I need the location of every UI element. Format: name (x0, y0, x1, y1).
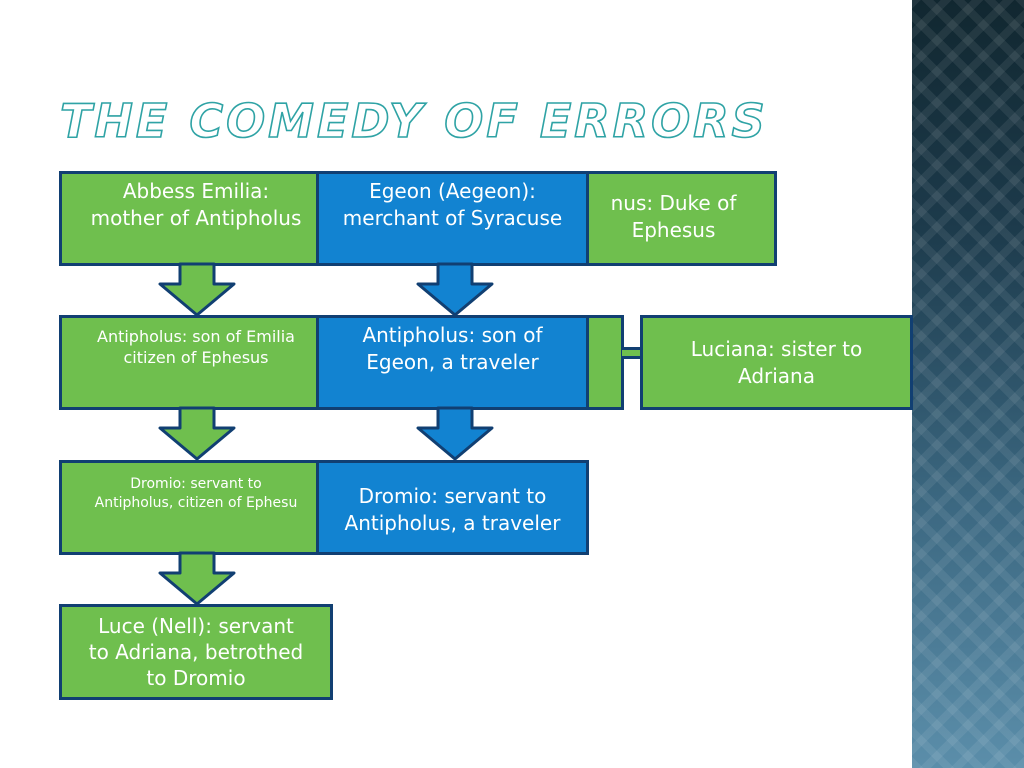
box-egeon-line-2: merchant of Syracuse (342, 205, 563, 230)
box-luciana: Luciana: sister to Adriana (640, 315, 913, 410)
box-luce-line-3: to Dromio (146, 666, 246, 690)
box-luciana-line-1: Luciana: sister to (690, 337, 863, 361)
box-abbess-emilia: Abbess Emilia: mother of Antipholus (59, 171, 333, 266)
box-dromio-ephesus-line-2: Antipholus, citizen of Ephesu (94, 494, 298, 511)
box-luce: Luce (Nell): servant to Adriana, betroth… (59, 604, 333, 700)
box-antipholus-syracuse-line-1: Antipholus: son of (362, 323, 543, 347)
box-dromio-ephesus: Dromio: servant to Antipholus, citizen o… (59, 460, 333, 555)
box-antipholus-ephesus-line-2: citizen of Ephesus (123, 348, 269, 368)
slide-title: THE COMEDY OF ERRORS (59, 94, 768, 148)
box-dromio-syracuse-line-2: Antipholus, a traveler (344, 510, 561, 535)
box-dromio-syracuse-line-1: Dromio: servant to (358, 484, 547, 508)
box-antipholus-syracuse: Antipholus: son of Egeon, a traveler (316, 315, 589, 410)
box-abbess-line-2: mother of Antipholus (90, 205, 302, 230)
box-luciana-line-2: Adriana (738, 363, 815, 388)
box-luce-line-2: to Adriana, betrothed (88, 640, 304, 664)
arrow-down-antipholus-ephesus (158, 406, 236, 461)
box-luce-line-1: Luce (Nell): servant (98, 614, 294, 638)
box-antipholus-ephesus-line-1: Antipholus: son of Emilia (97, 327, 295, 346)
box-duke-line-2: Ephesus (631, 217, 716, 242)
box-antipholus-syracuse-line-2: Egeon, a traveler (366, 349, 539, 374)
arrow-down-egeon (416, 262, 494, 317)
box-dromio-ephesus-line-1: Dromio: servant to (130, 476, 262, 492)
box-antipholus-ephesus: Antipholus: son of Emilia citizen of Eph… (59, 315, 333, 410)
box-duke-line-1: nus: Duke of (610, 191, 737, 215)
sidebar-decoration (912, 0, 1024, 768)
box-egeon: Egeon (Aegeon): merchant of Syracuse (316, 171, 589, 266)
arrow-down-dromio-ephesus (158, 551, 236, 606)
box-dromio-syracuse: Dromio: servant to Antipholus, a travele… (316, 460, 589, 555)
connector-luciana (622, 347, 642, 359)
box-egeon-line-1: Egeon (Aegeon): (369, 179, 536, 203)
box-abbess-line-1: Abbess Emilia: (122, 179, 270, 203)
arrow-down-antipholus-syracuse (416, 406, 494, 461)
arrow-down-abbess (158, 262, 236, 317)
